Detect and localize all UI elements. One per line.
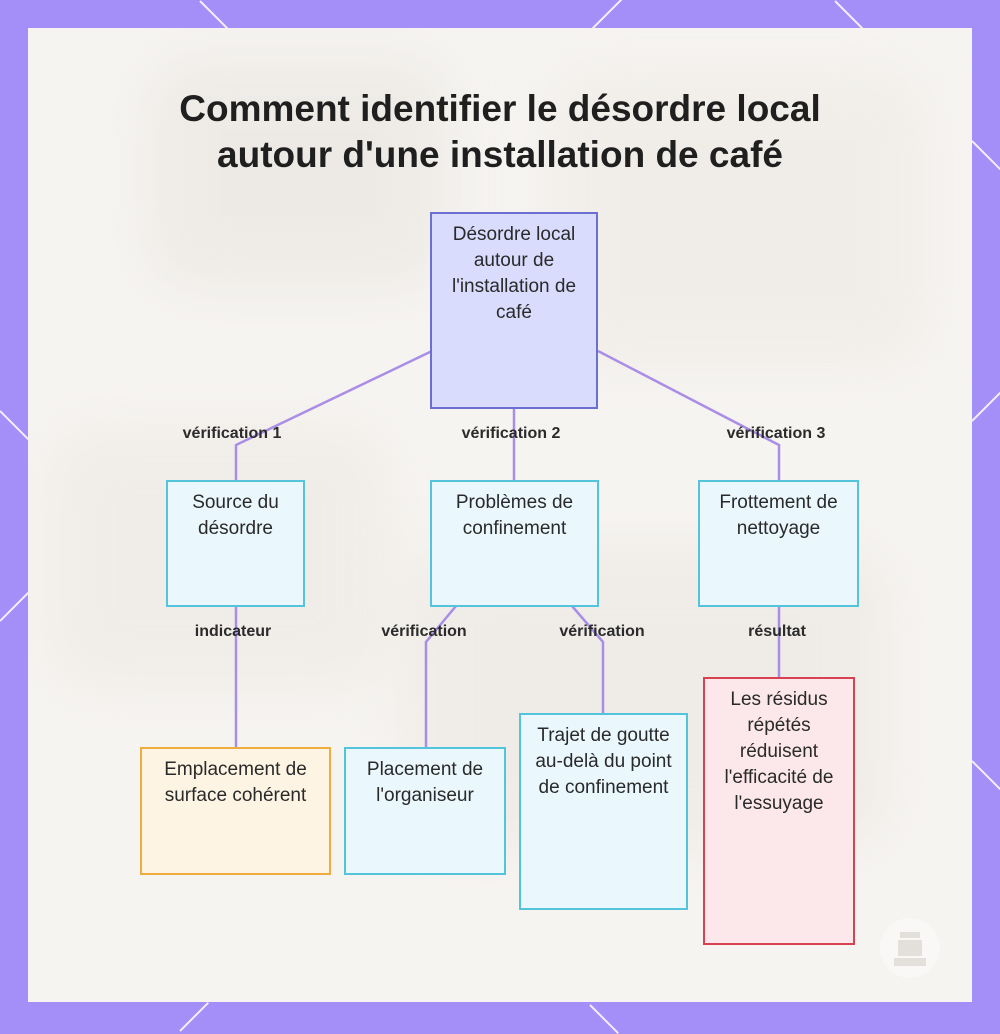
- connector-confinement-placement: [424, 605, 457, 747]
- watermark-icon: [880, 918, 940, 978]
- edge-label-verification-3: vérification 3: [726, 425, 826, 442]
- node-emplacement-de-surface: Emplacement de surface cohérent: [140, 747, 331, 875]
- edge-label-resultat: résultat: [748, 623, 806, 640]
- frame-decoration: [971, 760, 1000, 790]
- frame-decoration: [0, 592, 29, 622]
- diagram-panel: Comment identifier le désordre local aut…: [28, 28, 972, 1002]
- frame-decoration: [971, 140, 1000, 170]
- background-blur: [148, 58, 448, 288]
- frame-decoration: [179, 1002, 209, 1032]
- node-source-du-desordre: Source du désordre: [166, 480, 305, 607]
- edge-label-verification-b: vérification: [559, 623, 645, 640]
- connector-root-source: [234, 349, 433, 480]
- node-frottement-de-nettoyage: Frottement de nettoyage: [698, 480, 859, 607]
- frame-decoration: [971, 392, 1000, 422]
- connector-confinement-trajet: [571, 605, 605, 713]
- connector-root-frottement: [597, 349, 781, 480]
- frame-decoration: [0, 410, 29, 440]
- diagram-title: Comment identifier le désordre local aut…: [179, 88, 821, 175]
- edge-label-indicateur: indicateur: [194, 623, 272, 640]
- node-problemes-de-confinement: Problèmes de confinement: [430, 480, 599, 607]
- background-blur: [548, 68, 928, 368]
- edge-label-verification-2: vérification 2: [461, 425, 561, 442]
- edge-label-verification-a: vérification: [381, 623, 467, 640]
- node-root: Désordre local autour de l'installation …: [430, 212, 598, 409]
- node-residus-repetes: Les résidus répétés réduisent l'efficaci…: [703, 677, 855, 945]
- frame-decoration: [589, 0, 623, 32]
- frame-decoration: [589, 1004, 619, 1034]
- node-placement-organiseur: Placement de l'organiseur: [344, 747, 506, 875]
- edge-label-verification-1: vérification 1: [182, 425, 282, 442]
- node-trajet-de-goutte: Trajet de goutte au-delà du point de con…: [519, 713, 688, 910]
- connector-lines: [234, 349, 781, 747]
